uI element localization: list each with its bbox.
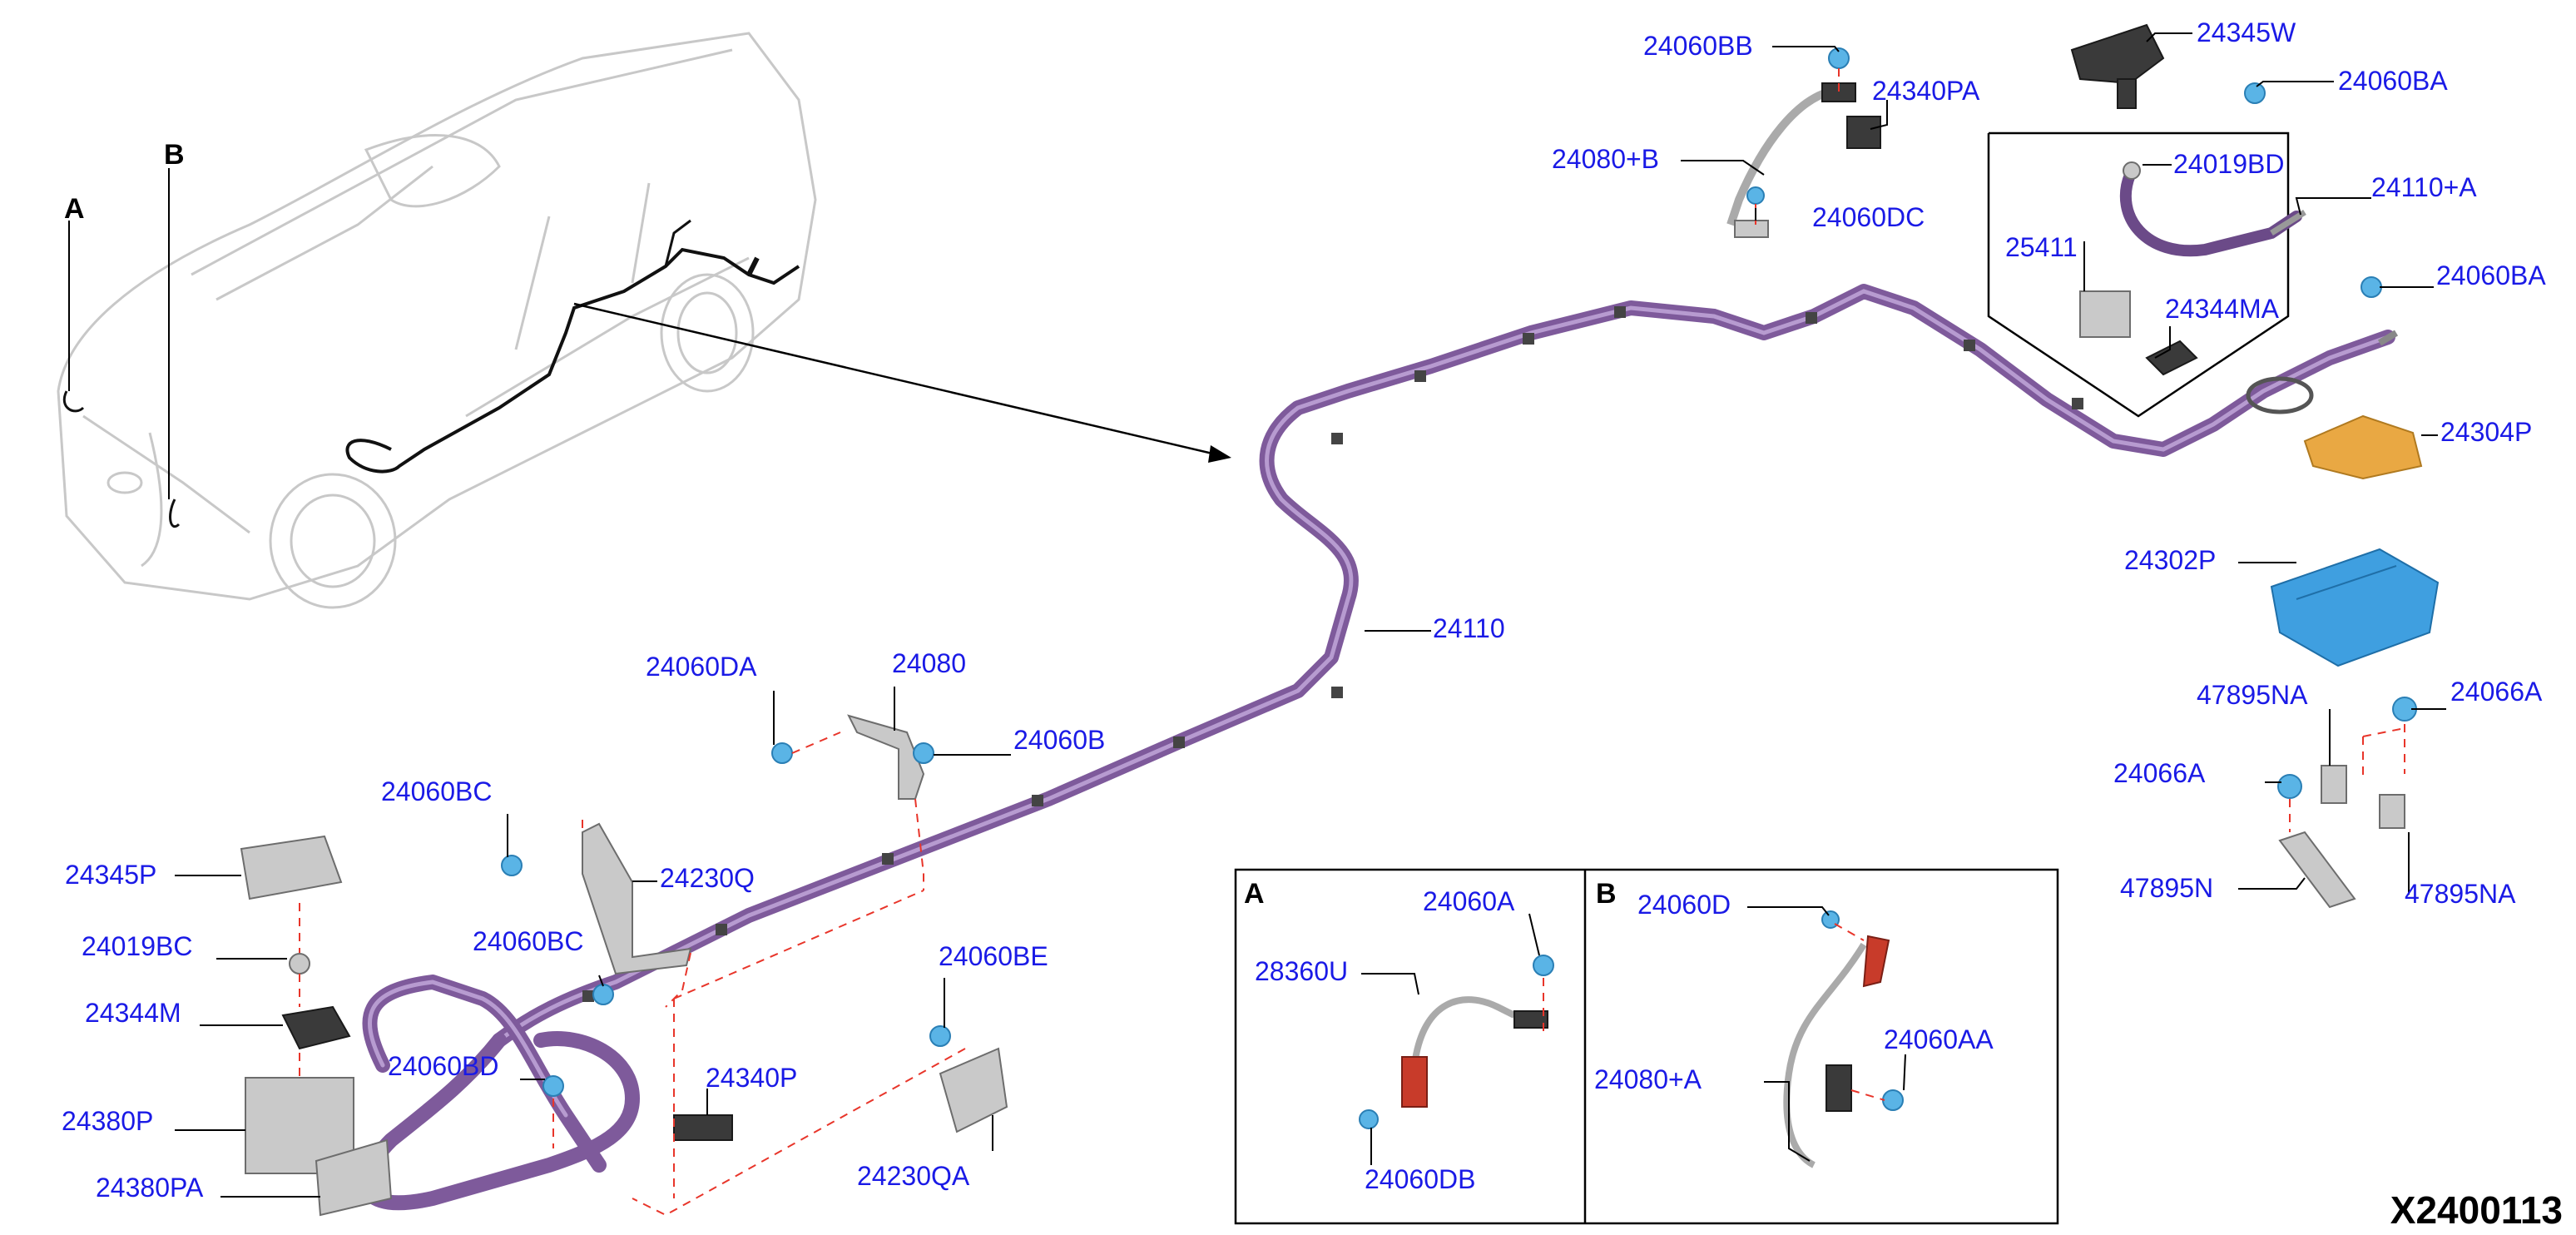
part-24345P <box>240 835 343 900</box>
label-24066A-left: 24066A <box>2113 758 2206 788</box>
bracket-47895N <box>2278 831 2356 909</box>
label-24080: 24080 <box>892 648 966 678</box>
part-24344M <box>281 1005 351 1050</box>
panel-label-b: B <box>1596 878 1617 910</box>
part-24019BC <box>289 953 310 975</box>
bolt-24060BA-mid <box>2361 276 2382 298</box>
bolt-24060BA-top <box>2244 82 2266 104</box>
diagram-code: X2400113 <box>2390 1188 2563 1232</box>
bracket-47895NA-top <box>2321 765 2347 804</box>
bracket-47895NA-bottom <box>2379 794 2405 829</box>
leader-lines <box>175 32 2446 1198</box>
label-24060BC-mid: 24060BC <box>473 926 583 956</box>
label-24340PA: 24340PA <box>1872 76 1980 106</box>
label-24304P: 24304P <box>2440 417 2532 447</box>
label-24345W: 24345W <box>2197 17 2296 47</box>
bolt-24060BD <box>542 1075 564 1097</box>
main-harness-24110 <box>359 284 2399 1211</box>
label-28360U: 28360U <box>1255 956 1348 986</box>
label-24230Q: 24230Q <box>660 863 755 893</box>
label-47895NA-top: 47895NA <box>2197 680 2308 710</box>
label-24060DB: 24060DB <box>1365 1164 1475 1194</box>
part-labels: 24060BB 24340PA 24345W 24060BA 24080+B 2… <box>62 17 2546 1203</box>
label-24060BA-top: 24060BA <box>2338 66 2448 96</box>
label-24302P: 24302P <box>2124 545 2216 575</box>
label-24060BD: 24060BD <box>388 1051 498 1081</box>
vehicle-outline <box>57 32 817 609</box>
label-24060BE: 24060BE <box>939 941 1048 971</box>
label-47895NA-bottom: 47895NA <box>2405 879 2516 909</box>
label-47895N: 47895N <box>2120 873 2213 903</box>
label-24080B: 24080+B <box>1552 144 1659 174</box>
label-25411: 25411 <box>2005 232 2078 262</box>
label-24380P: 24380P <box>62 1106 153 1136</box>
inset-box-24110A <box>1987 131 2306 418</box>
label-24060BA-mid: 24060BA <box>2436 260 2546 290</box>
vehicle-harness-route <box>63 219 800 528</box>
label-24230QA: 24230QA <box>857 1161 970 1191</box>
part-24080-bracket <box>771 714 934 890</box>
label-24345P: 24345P <box>65 860 156 890</box>
label-24110A: 24110+A <box>2371 172 2477 202</box>
label-24060DC: 24060DC <box>1812 202 1925 232</box>
part-24230QA-bracket <box>929 1025 1008 1133</box>
label-24060BC-top: 24060BC <box>381 776 492 806</box>
label-24060DA: 24060DA <box>646 652 757 682</box>
callout-letter-b: B <box>164 139 185 171</box>
clip-24066A-left <box>2277 774 2302 799</box>
label-24060AA: 24060AA <box>1884 1024 1994 1054</box>
label-24110: 24110 <box>1433 613 1505 643</box>
part-24080B-group <box>1726 47 1881 238</box>
label-24080A: 24080+A <box>1594 1064 1702 1094</box>
label-24066A-right: 24066A <box>2450 677 2543 707</box>
part-24302P <box>2270 548 2440 667</box>
label-24019BD: 24019BD <box>2173 149 2284 179</box>
part-24304P <box>2303 414 2423 480</box>
label-24060D: 24060D <box>1637 890 1731 920</box>
part-24345W <box>2070 23 2165 109</box>
label-24060BB: 24060BB <box>1643 31 1753 61</box>
part-24340P <box>673 1114 733 1141</box>
label-24344MA: 24344MA <box>2165 294 2280 324</box>
label-24380PA: 24380PA <box>96 1173 204 1203</box>
panel-label-a: A <box>1244 878 1265 910</box>
label-24060B: 24060B <box>1013 725 1105 755</box>
label-24344M: 24344M <box>85 998 181 1028</box>
label-24019BC: 24019BC <box>82 931 192 961</box>
label-24340P: 24340P <box>706 1063 797 1093</box>
detail-panels: A B <box>1234 868 2059 1225</box>
detail-arrow <box>573 302 1231 463</box>
part-24230Q-bracket <box>501 820 692 1008</box>
label-24060A: 24060A <box>1423 886 1515 916</box>
callout-letter-a: A <box>64 193 85 225</box>
